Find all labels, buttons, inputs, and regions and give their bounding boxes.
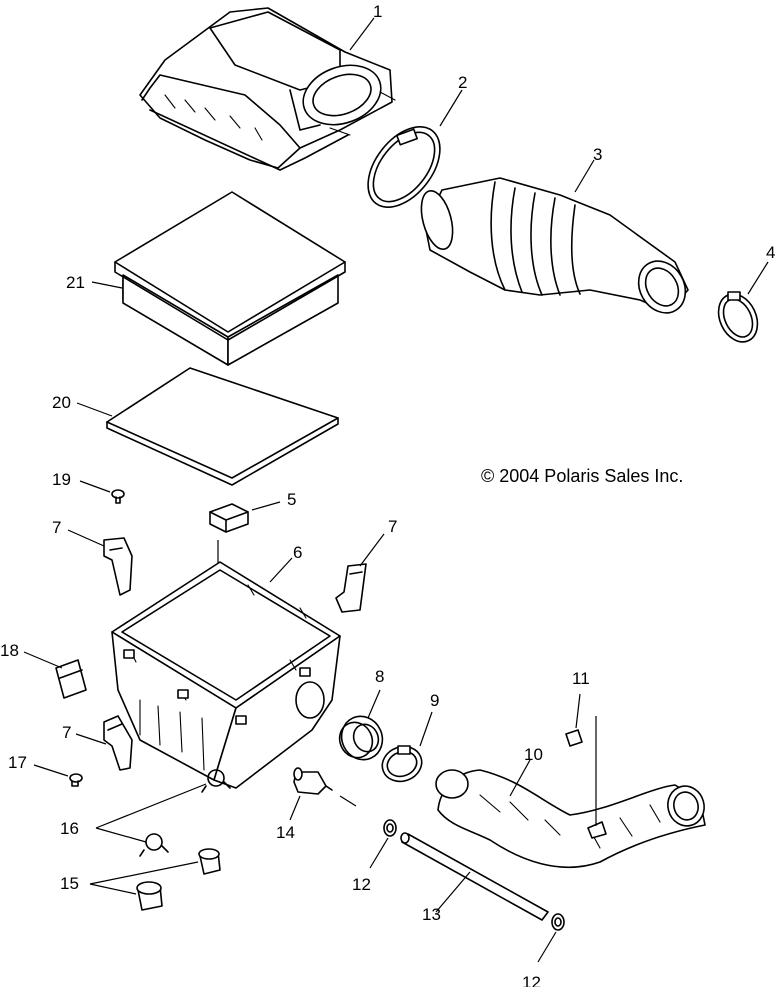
part-20-pre-filter <box>106 367 339 486</box>
part-12-clamp-lower <box>551 913 565 931</box>
part-14-fitting <box>293 767 333 795</box>
part-1-airbox-cover <box>139 7 396 171</box>
callout-14: 14 <box>276 823 295 842</box>
part-3-intake-boot <box>420 177 689 314</box>
part-17-screw <box>69 773 83 787</box>
part-5-foam-block <box>209 503 249 533</box>
callout-8: 8 <box>375 667 384 686</box>
callout-10: 10 <box>524 745 543 764</box>
part-13-drain-tube <box>400 832 549 921</box>
callout-9: 9 <box>430 691 439 710</box>
callout-20: 20 <box>52 393 71 412</box>
callout-18: 18 <box>0 641 19 660</box>
part-9-hose-clamp <box>381 745 423 783</box>
callout-15: 15 <box>60 874 79 893</box>
callout-5: 5 <box>287 490 296 509</box>
part-8-grommet <box>338 715 384 761</box>
part-18-clip <box>55 659 87 699</box>
part-7-latch-lower-left <box>103 715 133 771</box>
part-11-clip <box>565 729 583 747</box>
callout-3: 3 <box>593 145 602 164</box>
callout-19: 19 <box>52 470 71 489</box>
part-15-caps <box>136 848 221 911</box>
callout-4: 4 <box>766 243 775 262</box>
callout-12-a: 12 <box>352 875 371 894</box>
part-19-screw <box>111 489 125 504</box>
part-21-filter-element <box>114 191 346 366</box>
part-7-latch-upper-left <box>103 537 133 596</box>
callout-16: 16 <box>60 819 79 838</box>
part-7-latch-upper-right <box>335 563 367 613</box>
callout-7-b: 7 <box>388 517 397 536</box>
part-4-hose-clamp <box>717 291 759 343</box>
callout-7-c: 7 <box>62 723 71 742</box>
part-6-airbox-base <box>111 561 341 789</box>
part-12-clamp-upper <box>383 819 397 837</box>
part-10-intake-duct <box>435 769 706 869</box>
callout-7-a: 7 <box>52 518 61 537</box>
callout-2: 2 <box>458 73 467 92</box>
callout-12-b: 12 <box>522 973 541 987</box>
part-2-hose-clamp <box>367 126 441 208</box>
callout-17: 17 <box>8 753 27 772</box>
part-16-spring-clamps <box>139 769 231 857</box>
callout-21: 21 <box>66 273 85 292</box>
callout-11: 11 <box>572 669 590 688</box>
callout-6: 6 <box>293 543 302 562</box>
callout-13: 13 <box>422 905 441 924</box>
callout-1: 1 <box>373 2 382 21</box>
copyright-notice: © 2004 Polaris Sales Inc. <box>481 466 684 486</box>
